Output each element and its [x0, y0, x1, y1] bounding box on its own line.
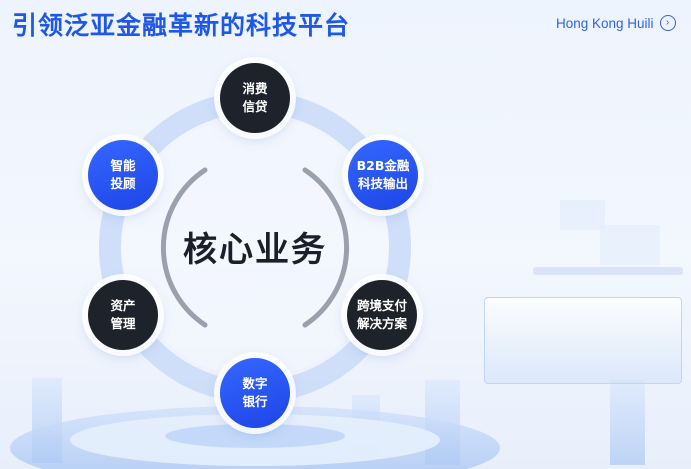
bg-block	[560, 200, 605, 230]
node-line: 资产	[110, 298, 136, 313]
bg-block	[600, 225, 660, 265]
node-digital-bank[interactable]: 数字银行	[220, 358, 290, 428]
node-line: 投顾	[110, 176, 136, 191]
node-line: 智能	[110, 158, 136, 173]
node-line: 数字	[242, 376, 268, 391]
node-cross-border-payment[interactable]: 跨境支付解决方案	[347, 280, 417, 350]
chevron-right-icon: ›	[659, 15, 676, 31]
dashboard-panel	[484, 297, 682, 384]
node-line: B2B金融	[356, 158, 410, 173]
glass-pillar	[610, 380, 645, 465]
inner-arc-left	[160, 167, 208, 328]
page-title: 引领泛亚金融革新的科技平台	[12, 11, 351, 40]
node-line: 解决方案	[356, 316, 407, 331]
core-business-label: 核心业务	[183, 230, 327, 270]
link-label: Hong Kong Huili	[556, 15, 654, 31]
node-line: 科技输出	[357, 176, 408, 191]
base-platform-center	[165, 424, 345, 448]
node-consumer-credit[interactable]: 消费信贷	[220, 63, 290, 133]
dashboard-panel-header	[533, 267, 683, 275]
node-line: 跨境支付	[356, 298, 407, 313]
inner-arc-right	[302, 167, 350, 328]
hong-kong-huili-link[interactable]: Hong Kong Huili ›	[556, 13, 676, 33]
node-line: 银行	[242, 394, 268, 409]
node-smart-advisor[interactable]: 智能投顾	[88, 140, 158, 210]
node-asset-management[interactable]: 资产管理	[88, 280, 158, 350]
node-b2b-fintech[interactable]: B2B金融科技输出	[348, 140, 418, 210]
node-line: 管理	[110, 316, 136, 331]
node-line: 信贷	[242, 99, 268, 114]
node-line: 消费	[242, 81, 268, 96]
